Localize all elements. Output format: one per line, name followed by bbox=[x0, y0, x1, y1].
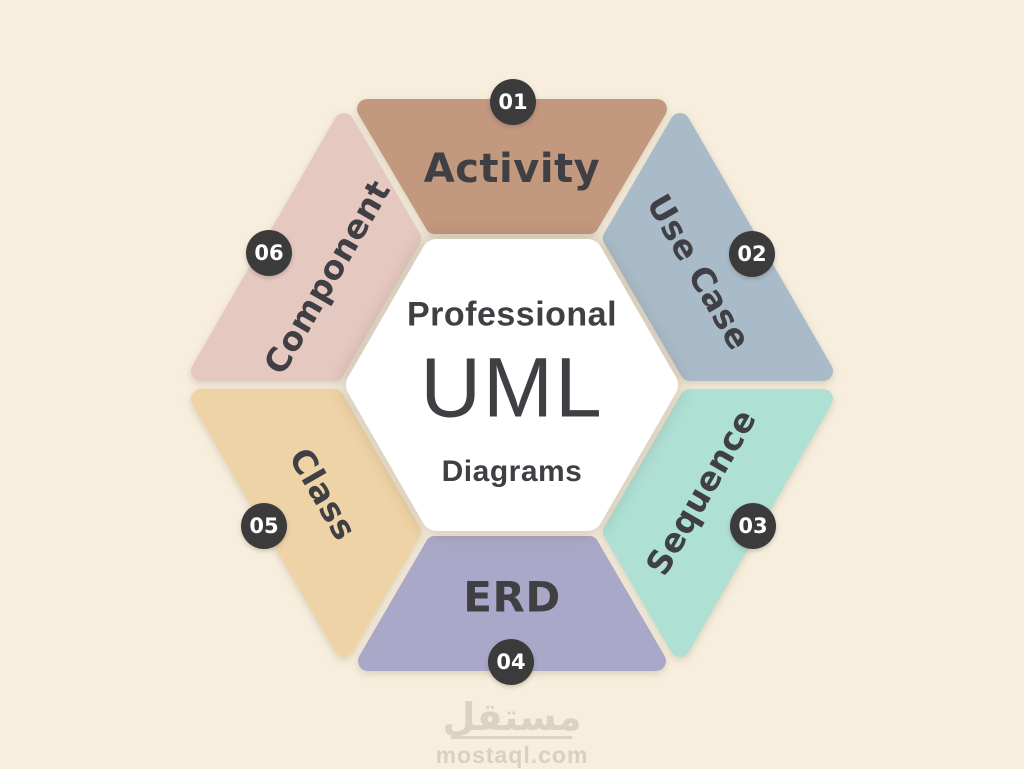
number-badge-04: 04 bbox=[488, 639, 534, 685]
number-badge-05: 05 bbox=[241, 503, 287, 549]
watermark-url: mostaql.com bbox=[435, 742, 589, 768]
center-hexagon bbox=[346, 239, 678, 531]
center-title-professional: Professional bbox=[406, 295, 618, 334]
number-badge-03: 03 bbox=[730, 503, 776, 549]
number-badge-01: 01 bbox=[490, 79, 536, 125]
segment-label-activity: Activity bbox=[423, 146, 601, 192]
number-badge-02: 02 bbox=[729, 231, 775, 277]
segment-shape-class bbox=[191, 389, 421, 657]
segment-shape-component bbox=[191, 113, 421, 381]
center-title-uml: UML bbox=[420, 340, 604, 435]
segment-label-erd: ERD bbox=[463, 572, 561, 622]
segment-shape-erd bbox=[358, 536, 666, 671]
segment-shape-activity bbox=[357, 99, 667, 234]
segment-shape-use-case bbox=[603, 113, 833, 381]
segment-shape-sequence bbox=[603, 389, 833, 657]
center-title-diagrams: Diagrams bbox=[441, 455, 583, 488]
watermark: مستقل mostaql.com bbox=[435, 695, 589, 769]
watermark-divider bbox=[451, 736, 573, 739]
watermark-arabic-logo: مستقل bbox=[442, 695, 582, 739]
number-badge-06: 06 bbox=[246, 230, 292, 276]
